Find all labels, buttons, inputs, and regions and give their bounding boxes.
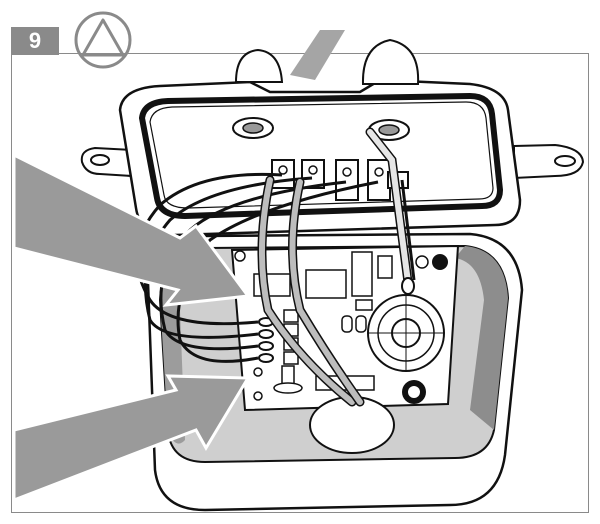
warning-triangle-icon xyxy=(74,11,132,69)
arrow-lower xyxy=(12,374,251,503)
background-strip xyxy=(290,30,345,80)
circuit-board xyxy=(230,244,460,412)
grey-cable xyxy=(257,127,413,407)
enclosure-lid xyxy=(80,38,585,237)
step-number-badge: 9 xyxy=(11,27,59,55)
pointer-arrows xyxy=(12,152,251,503)
arrow-upper xyxy=(12,152,251,307)
